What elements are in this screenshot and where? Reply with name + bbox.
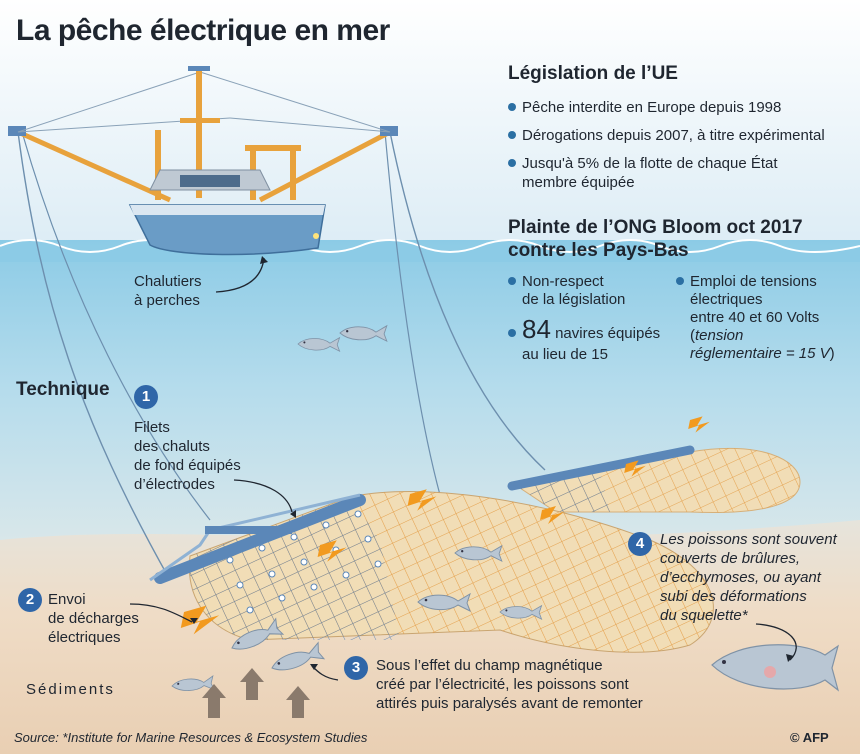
complaint-item-3-note-1: (tension [690, 327, 744, 344]
complaint-heading-1: Plainte de l’ONG Bloom oct 2017 [508, 217, 803, 238]
complaint-item-2: 84 navires équipés [508, 316, 660, 343]
step-4-line-2: couverts de brûlures, [660, 550, 801, 567]
step-2-line-1: Envoi [48, 591, 86, 608]
step-1-line-4: d’électrodes [134, 476, 215, 493]
step-4-line-1: Les poissons sont souvent [660, 531, 837, 548]
electrode-net-icon [149, 491, 714, 653]
step-4-badge: 4 [628, 532, 652, 556]
step-1-badge: 1 [134, 385, 158, 409]
legislation-heading: Législation de l’UE [508, 63, 678, 84]
complaint-item-1-cont: de la législation [522, 291, 626, 308]
step-2-badge: 2 [18, 588, 42, 612]
complaint-heading-2: contre les Pays-Bas [508, 240, 689, 261]
step-4-line-4: subi des déformations [660, 588, 807, 605]
bullet-icon [508, 159, 516, 167]
sediments-label: Sédiments [26, 681, 115, 698]
complaint-item-2-cont: au lieu de 15 [522, 346, 608, 363]
legislation-item-2: Dérogations depuis 2007, à titre expérim… [508, 126, 825, 145]
step-3-line-2: créé par l’électricité, les poissons son… [376, 676, 629, 693]
up-arrow-icon [202, 668, 310, 718]
step-3-badge: 3 [344, 656, 368, 680]
trawler-boat-icon [8, 66, 546, 581]
afp-credit: © AFP [790, 730, 829, 745]
step-2-line-2: de décharges [48, 610, 139, 627]
bullet-icon [508, 329, 516, 337]
page-title: La pêche électrique en mer [16, 14, 390, 47]
bullet-icon [508, 277, 516, 285]
step-1-line-2: des chaluts [134, 438, 210, 455]
step-4-line-5: du squelette* [660, 607, 748, 624]
bullet-icon [676, 277, 684, 285]
technique-heading: Technique [16, 379, 110, 400]
complaint-item-3-note-2: réglementaire = 15 V) [690, 345, 835, 362]
step-4-line-3: d’ecchymoses, ou ayant [660, 569, 821, 586]
step-2-line-3: électriques [48, 629, 121, 646]
source-note: Source: *Institute for Marine Resources … [14, 730, 368, 745]
step-3-line-3: attirés puis paralysés avant de remonter [376, 695, 643, 712]
fish-icon [711, 644, 840, 692]
legislation-item-1: Pêche interdite en Europe depuis 1998 [508, 98, 781, 117]
complaint-item-3-line2: électriques [690, 291, 763, 308]
legislation-item-3-cont: membre équipée [522, 174, 635, 191]
complaint-item-3: Emploi de tensions [676, 272, 817, 291]
step-1-line-1: Filets [134, 419, 170, 436]
legislation-item-3: Jusqu'à 5% de la flotte de chaque État [508, 154, 778, 173]
complaint-item-1: Non-respect [508, 272, 604, 291]
bullet-icon [508, 103, 516, 111]
complaint-item-3-line3: entre 40 et 60 Volts [690, 309, 820, 326]
bullet-icon [508, 131, 516, 139]
step-3-line-1: Sous l’effet du champ magnétique [376, 657, 603, 674]
boat-label-1: Chalutiers [134, 273, 202, 290]
step-1-line-3: de fond équipés [134, 457, 241, 474]
electrode-net-icon [507, 445, 801, 513]
boat-label-2: à perches [134, 292, 200, 309]
